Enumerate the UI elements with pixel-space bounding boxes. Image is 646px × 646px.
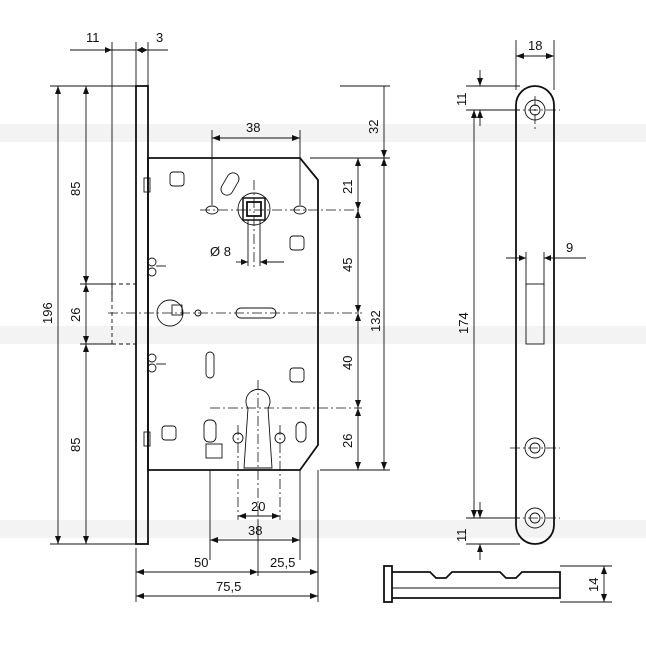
dim-top-38: 38 [246, 120, 260, 135]
background-band-top [0, 124, 646, 142]
latch-pin-3 [147, 353, 157, 363]
follower-tab [171, 304, 183, 316]
dim-strike-top-11: 11 [454, 93, 469, 107]
side-view-flange [383, 565, 393, 603]
dim-bottom-20: 20 [251, 499, 265, 514]
dim-right-32: 32 [366, 120, 381, 134]
faceplate [135, 85, 149, 545]
dim-total-height: 196 [40, 302, 55, 324]
dim-spindle-diameter: Ø 8 [210, 244, 231, 259]
dim-upper-85: 85 [68, 182, 83, 196]
side-view-body [392, 571, 561, 599]
dimension-lines-lock [50, 42, 390, 602]
dimension-lines-strike [466, 40, 586, 560]
strike-plate-view [510, 85, 560, 545]
dim-strike-bottom-11: 11 [454, 529, 469, 543]
strike-latch-slot [525, 283, 545, 345]
strike-side-view [383, 565, 612, 603]
dim-middle-26: 26 [68, 308, 83, 322]
center-lines [108, 180, 362, 520]
lock-body-front-view [135, 85, 319, 545]
dim-right-26: 26 [340, 434, 355, 448]
dim-right-45: 45 [340, 258, 355, 272]
dim-bottom-75-5: 75,5 [216, 579, 241, 594]
latch-hook [203, 419, 217, 443]
dim-right-40: 40 [340, 356, 355, 370]
latch-pin-1 [147, 257, 157, 267]
dim-strike-width: 18 [528, 38, 542, 53]
background-band-middle [0, 326, 646, 344]
dim-bottom-25-5: 25,5 [270, 555, 295, 570]
dim-bottom-38: 38 [248, 523, 262, 538]
dim-faceplate-offset: 11 [86, 30, 100, 45]
mount-slot-top-left [169, 171, 185, 187]
mount-slot-bottom-left [161, 425, 177, 441]
background-band-bottom [0, 520, 646, 538]
latch-pin-2 [147, 267, 157, 277]
mount-slot-right-lower [289, 367, 305, 383]
dim-right-132: 132 [368, 310, 383, 332]
spring-pill [220, 172, 240, 196]
hook-base [205, 443, 223, 459]
latch-notch-lower [143, 431, 151, 447]
dim-strike-174: 174 [456, 312, 471, 334]
dim-faceplate-thickness: 3 [156, 30, 163, 45]
dim-side-view-14: 14 [586, 578, 601, 592]
screw-slot-lower-right [295, 421, 307, 443]
dim-right-21: 21 [340, 180, 355, 194]
strike-plate-outline [515, 85, 555, 545]
latch-pin-4 [147, 363, 157, 373]
mount-slot-right-upper [289, 235, 305, 251]
dim-strike-slot-9: 9 [566, 240, 573, 255]
latch-notch-upper [143, 177, 151, 193]
lock-case-outline [147, 157, 319, 471]
dim-bottom-50: 50 [194, 555, 208, 570]
lever-pill [205, 351, 215, 379]
dim-lower-85: 85 [68, 438, 83, 452]
